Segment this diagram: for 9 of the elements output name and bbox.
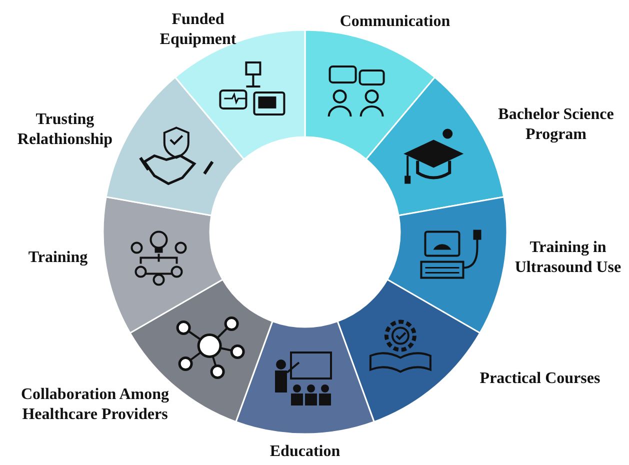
segment-label: Practical Courses	[480, 369, 600, 389]
segment-label: Trusting Relathionship	[16, 110, 114, 150]
segment-label: Training	[28, 248, 88, 268]
segment-label: Communication	[340, 12, 450, 32]
segment-label: Funded Equipment	[158, 10, 238, 50]
segment-label: Bachelor Science Program	[497, 105, 615, 145]
segment-label: Education	[270, 442, 340, 462]
segment-label: Collaboration Among Healthcare Providers	[20, 385, 170, 425]
segment-label: Training in Ultrasound Use	[514, 238, 622, 278]
